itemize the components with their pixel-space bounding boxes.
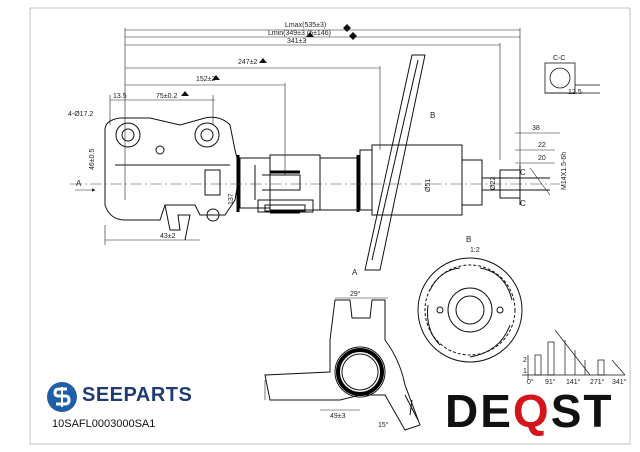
dim-43-lines: [104, 225, 200, 245]
strut-thick-outlines: [236, 155, 360, 214]
label-section-b: B: [466, 235, 471, 244]
part-number: 10SAFL0003000SA1: [52, 418, 156, 430]
deqst-logo-st: ST: [550, 385, 614, 437]
label-section-a-bottom: A: [352, 268, 358, 277]
hc-label-1: 1: [523, 368, 527, 375]
drawing-frame: [29, 7, 631, 445]
hist-tick-1: 91°: [545, 378, 556, 386]
dim-22: 22: [538, 142, 546, 149]
top-dimensions: [109, 28, 521, 200]
strut-body: [104, 54, 550, 271]
dim-46: 46±0.5: [89, 149, 96, 170]
dim-bolt-holes: 4-Ø17.2: [68, 111, 93, 118]
section-aa-view: [264, 299, 421, 431]
dim-12-5: 12.5: [568, 89, 582, 96]
tolerance-markers: [181, 24, 357, 96]
hist-tick-4: 341°: [612, 378, 627, 386]
dim-137: 137: [228, 193, 235, 205]
section-aa-dims: [264, 297, 388, 411]
deqst-logo-q: Q: [512, 385, 551, 437]
label-c-top: C: [520, 168, 526, 177]
label-section-b-top: B: [430, 111, 435, 120]
dim-lmin: Lmin(349±3 (5±146): [268, 30, 331, 37]
section-cc-view: [544, 62, 600, 94]
dim-49: 49±3: [330, 413, 346, 420]
dim-lmax: Lmax(535±3): [285, 22, 326, 29]
label-scale-b: 1:2: [470, 247, 480, 254]
dim-152: 152±2: [196, 76, 216, 83]
dim-51: Ø51: [425, 179, 432, 192]
label-c-bottom: C: [520, 199, 526, 208]
dim-thread: M14X1.5-6h: [561, 152, 568, 190]
dim-38: 38: [532, 125, 540, 132]
dim-29-deg: 29°: [350, 290, 361, 298]
angle-histogram: [522, 329, 626, 380]
section-b-view: [417, 257, 523, 363]
label-section-cc: C-C: [553, 55, 565, 62]
section-aa-thick-ring: [336, 348, 384, 396]
hist-tick-0: 0°: [527, 378, 534, 386]
dim-247: 247±2: [238, 59, 258, 66]
dim-13-5: 13.5: [113, 93, 127, 100]
label-section-a-left: A: [76, 179, 82, 188]
right-end-dim-lines: [515, 132, 560, 196]
deqst-logo: DEQST: [445, 388, 613, 434]
dim-20: 20: [538, 155, 546, 162]
dim-341: 341±3: [287, 38, 307, 45]
seeparts-logo-icon: [47, 382, 77, 412]
hist-tick-2: 141°: [566, 378, 581, 386]
hist-tick-3: 271°: [590, 378, 605, 386]
dim-22-dia: Ø22: [490, 177, 497, 190]
seeparts-brand-name: SEEPARTS: [82, 384, 193, 406]
hc-label-2: 2: [523, 357, 527, 364]
dim-15-deg: 15°: [378, 421, 389, 429]
deqst-logo-de: DE: [445, 385, 513, 437]
dim-43: 43±2: [160, 233, 176, 240]
dim-75: 75±0.2: [156, 93, 177, 100]
